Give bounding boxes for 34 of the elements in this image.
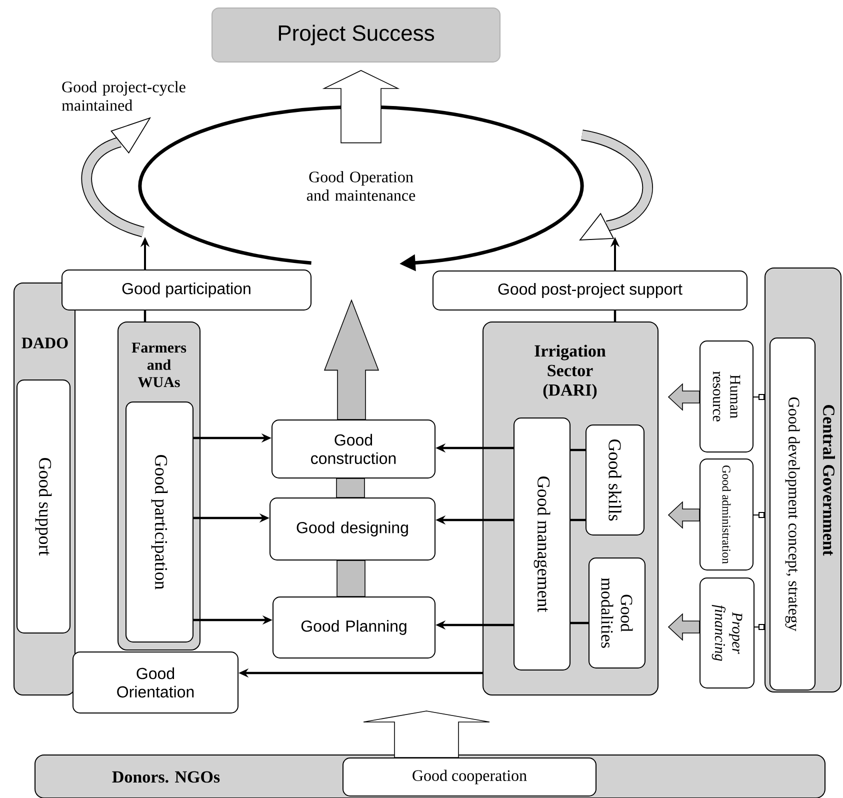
- process-box: Good development concept, strategy: [770, 338, 816, 690]
- process-box: Good participation: [62, 270, 312, 310]
- block-arrow: [322, 70, 400, 144]
- process-box: Good Orientation: [72, 652, 238, 714]
- connector-line: [753, 394, 764, 400]
- process-box: Good designing: [270, 498, 436, 560]
- block-arrow: [668, 613, 700, 641]
- connector-line: [570, 622, 588, 624]
- process-box: Proper financing: [700, 578, 754, 688]
- block-arrow: [363, 710, 490, 758]
- process-box: Good post-project support: [432, 270, 748, 310]
- process-box: Good cooperation: [342, 758, 596, 796]
- block-arrow: [668, 501, 700, 529]
- connector-line: [753, 512, 764, 518]
- process-box: Good construction: [272, 420, 436, 478]
- heading-box: Project Success: [212, 8, 500, 62]
- process-box: Good participation: [126, 402, 194, 642]
- connector-line: [144, 310, 146, 322]
- block-arrow: [668, 383, 700, 411]
- block-arrow: [336, 560, 366, 597]
- node-label: Good Operation and maintenance: [306, 171, 416, 201]
- process-box: Human resource: [700, 340, 754, 452]
- process-box: Good support: [16, 380, 70, 634]
- block-arrow: [324, 299, 380, 420]
- process-box: Good modalities: [588, 558, 646, 668]
- block-arrow: [336, 478, 365, 498]
- process-box: Good administration: [700, 458, 754, 570]
- connector-line: [570, 518, 586, 522]
- process-box: Good Planning: [272, 596, 436, 658]
- connector-line: [614, 310, 616, 322]
- connector-line: [570, 448, 586, 452]
- connector-line: [754, 624, 764, 630]
- process-box: Good skills: [586, 424, 644, 536]
- process-box: Good management: [514, 418, 570, 670]
